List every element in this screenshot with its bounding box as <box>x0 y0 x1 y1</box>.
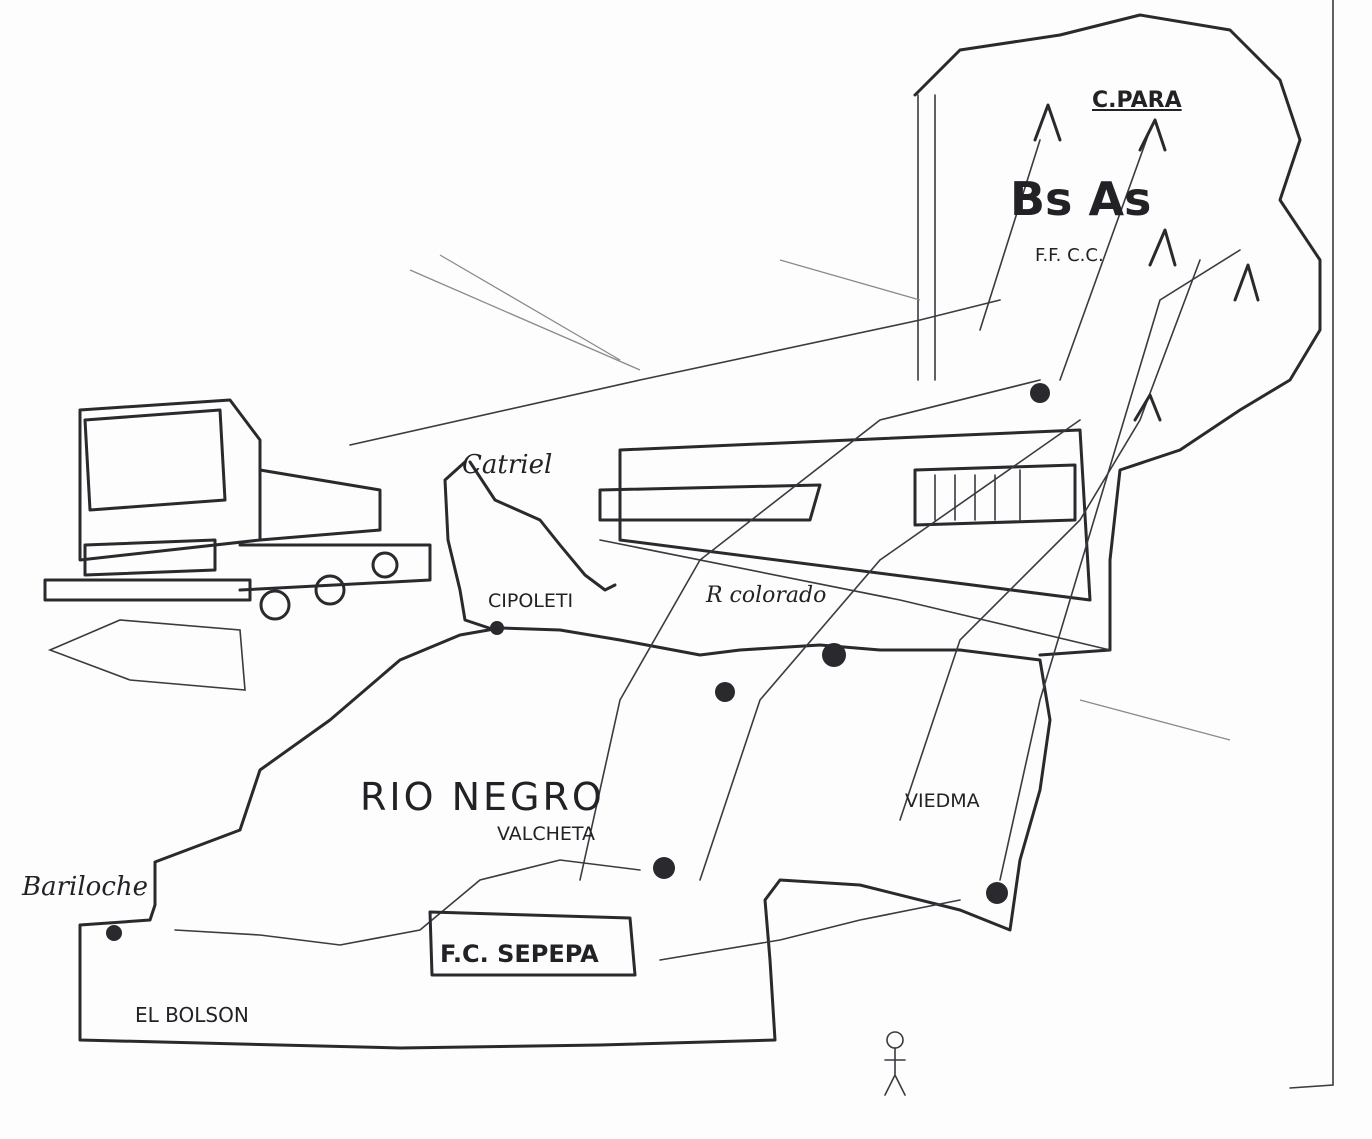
rio-negro-outline <box>78 626 1052 1050</box>
label-ff-cc: F.F. C.C. <box>1035 245 1104 266</box>
town-marker <box>653 857 675 879</box>
label-province: RIO NEGRO <box>360 775 605 819</box>
train-icon <box>43 398 432 691</box>
town-marker <box>106 925 122 941</box>
label-bariloche: Bariloche <box>22 872 149 902</box>
label-valcheta: VALCHETA <box>497 823 596 845</box>
person-icon <box>884 1031 906 1096</box>
label-viedma: VIEDMA <box>905 790 980 812</box>
label-rio-colorado: R colorado <box>706 583 827 608</box>
label-buenos-aires: Bs As <box>1010 172 1152 226</box>
station-building-icon <box>598 428 1092 602</box>
label-capital-region: C.PARA <box>1092 88 1182 113</box>
town-marker <box>986 882 1008 904</box>
page-border <box>1289 0 1334 1089</box>
town-marker <box>715 682 735 702</box>
label-railway-box: F.C. SEPEPA <box>440 940 599 968</box>
buenos-aires-inner <box>917 94 936 381</box>
arrow-icons <box>1033 103 1260 422</box>
town-marker <box>822 643 846 667</box>
neuquen-boundary <box>443 460 617 632</box>
rio-negro-river <box>174 859 641 946</box>
label-catriel: Catriel <box>462 450 553 480</box>
railway-label-box <box>428 910 637 977</box>
railway-lines <box>349 129 1241 961</box>
town-marker <box>490 621 504 635</box>
town-markers <box>106 383 1050 941</box>
town-marker <box>1030 383 1050 403</box>
buenos-aires-outline <box>913 13 1322 657</box>
label-cipoletti: CIPOLETI <box>488 590 574 612</box>
label-el-bolson: EL BOLSON <box>135 1003 249 1027</box>
